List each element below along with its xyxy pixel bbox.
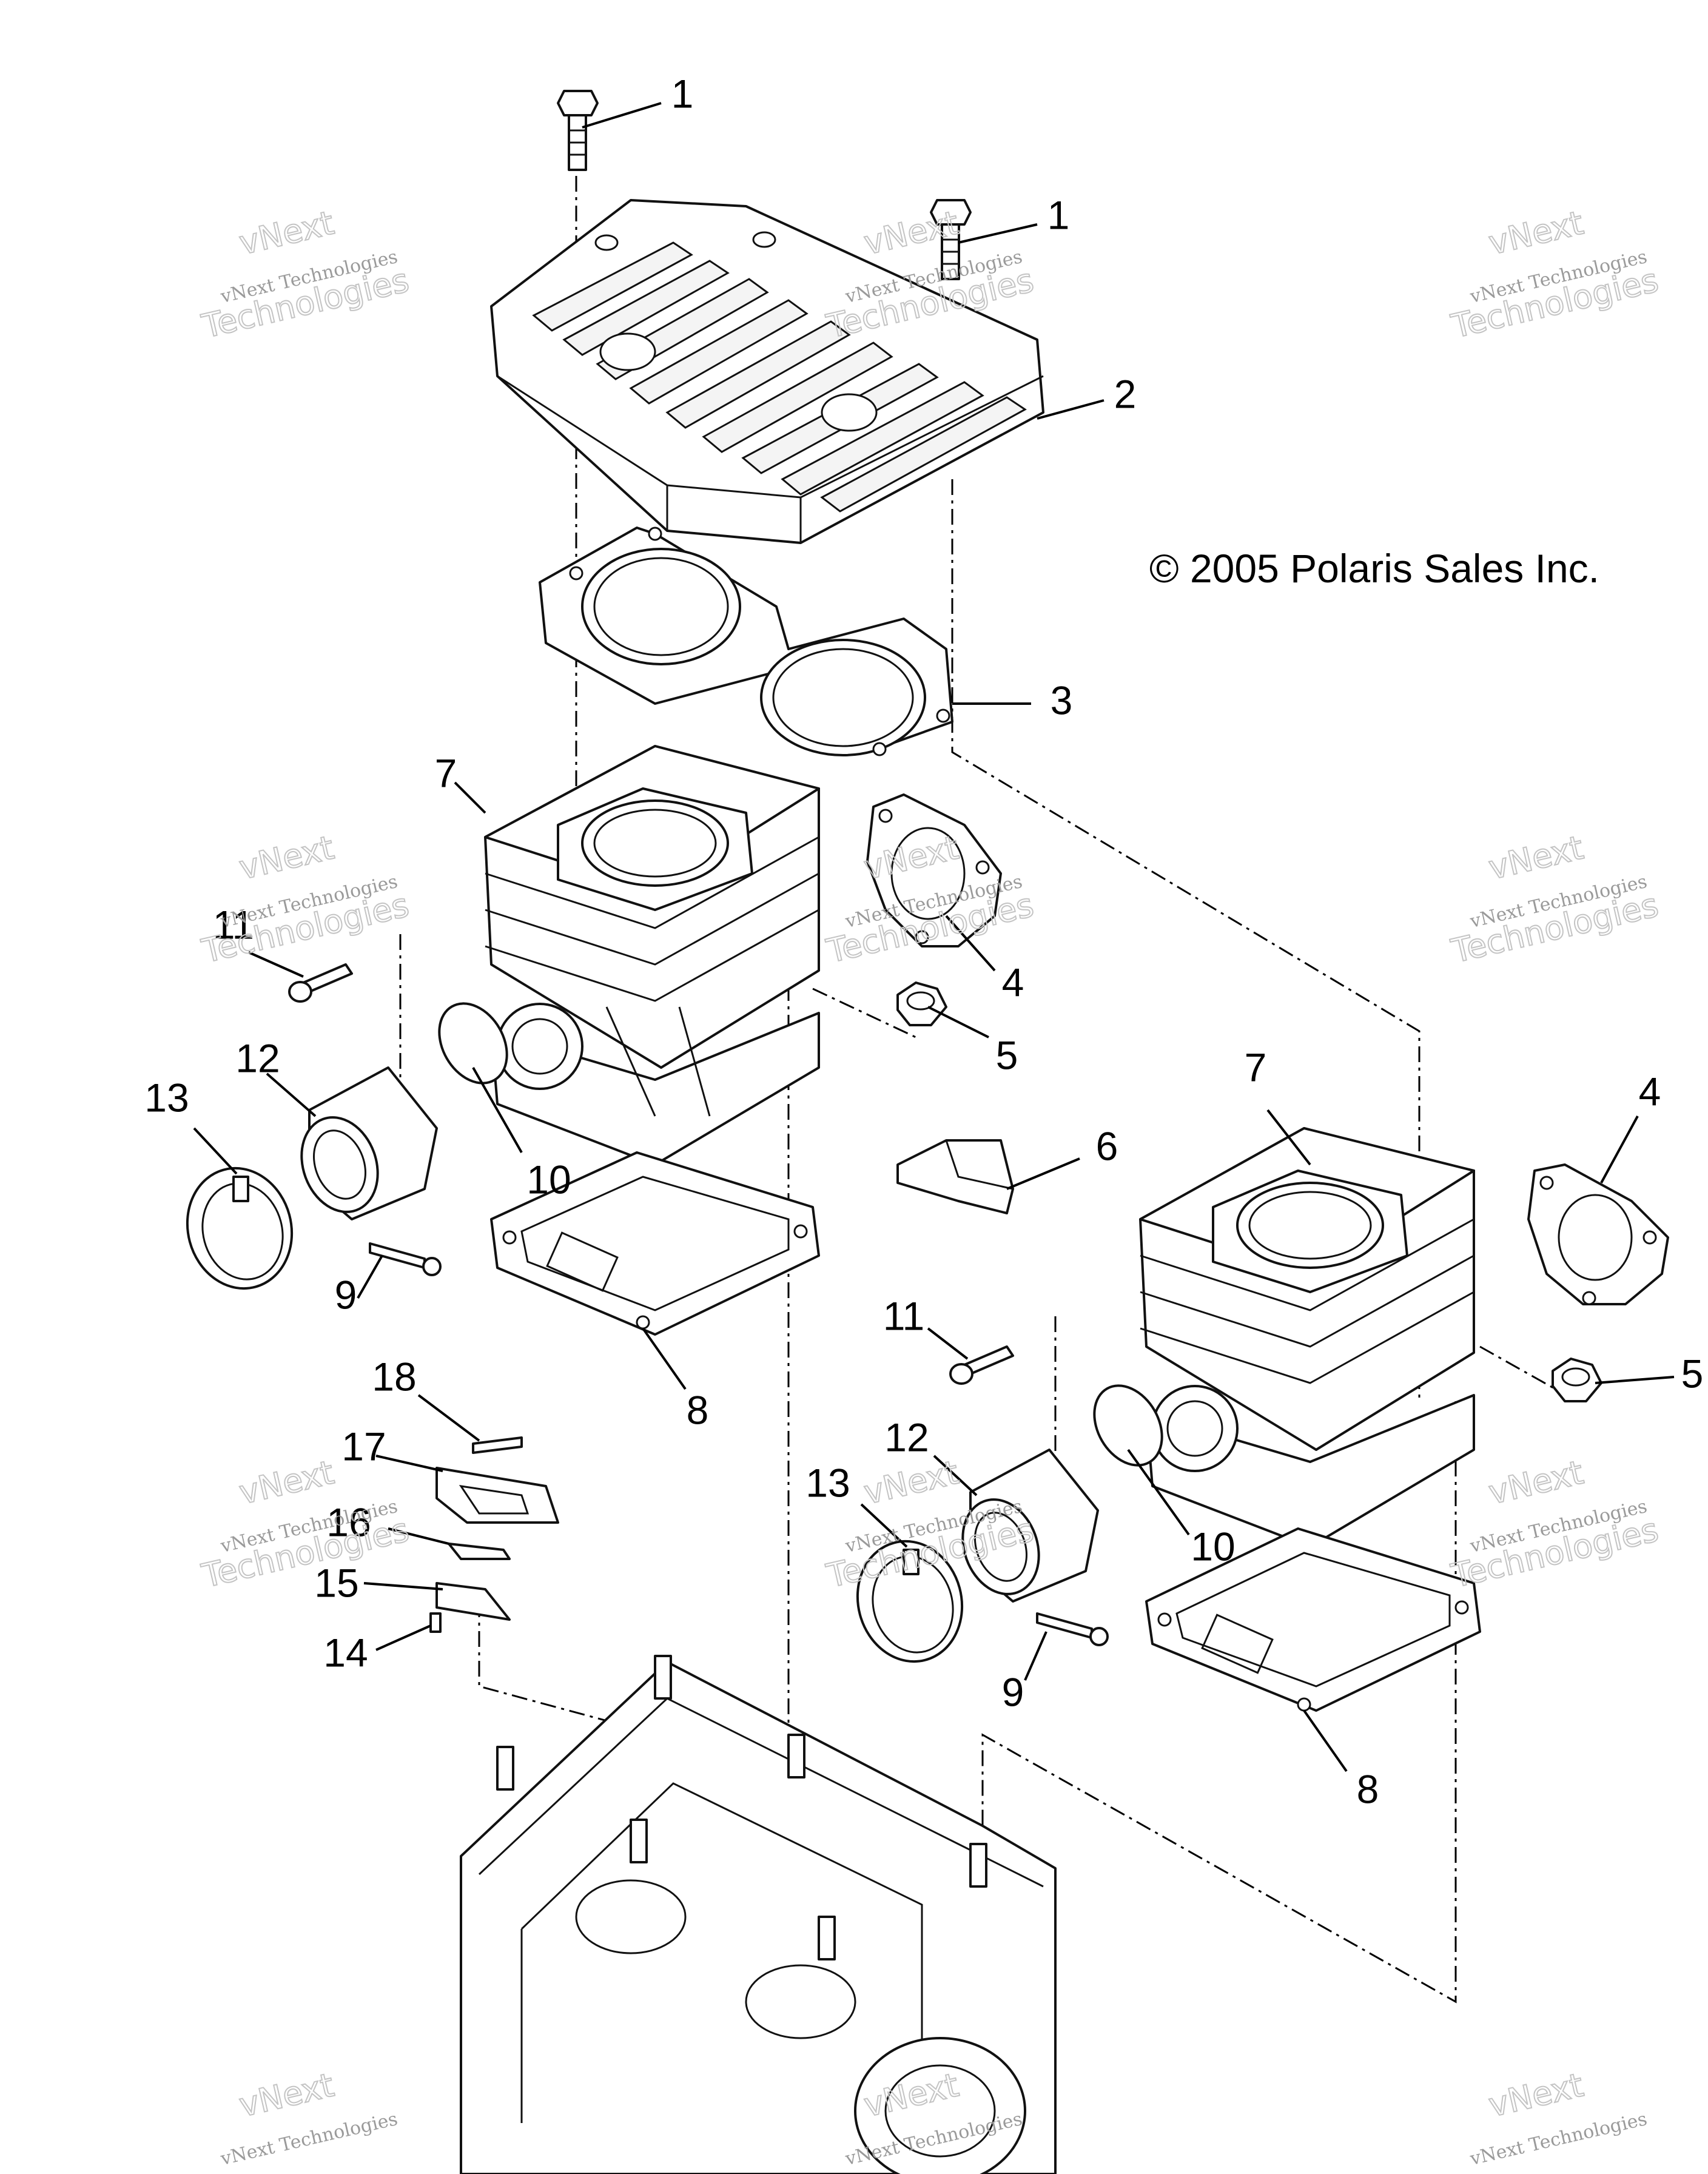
nut-right — [1552, 1358, 1602, 1402]
clamp-right — [856, 1540, 964, 1663]
callout-11: 11 — [883, 1293, 925, 1338]
callout-10: 10 — [1191, 1524, 1235, 1569]
svg-text:vNext: vNext — [1485, 2066, 1587, 2125]
callout-5: 5 — [996, 1032, 1018, 1077]
clamp-left — [186, 1166, 294, 1290]
socket-screw-right — [949, 1345, 1014, 1385]
socket-screw-left — [288, 963, 353, 1003]
svg-text:vNext: vNext — [235, 2066, 337, 2125]
exhaust-gasket-left — [866, 793, 1002, 947]
reed-petal — [448, 1543, 511, 1560]
svg-text:vNext: vNext — [235, 829, 337, 887]
callout-2: 2 — [1114, 371, 1137, 416]
leader-lines — [193, 102, 1675, 1772]
callout-1: 1 — [1047, 192, 1070, 237]
svg-text:vNext: vNext — [860, 1453, 962, 1512]
copyright-notice: © 2005 Polaris Sales Inc. — [1149, 546, 1599, 591]
callout-7: 7 — [435, 750, 457, 795]
svg-text:vNext: vNext — [1485, 1453, 1587, 1512]
head-bolt-left — [557, 90, 599, 171]
head-gasket — [539, 527, 953, 756]
callout-17: 17 — [341, 1424, 386, 1469]
callout-14: 14 — [323, 1630, 368, 1675]
reed-valve-assembly — [429, 1436, 559, 1633]
o-ring-right — [1093, 1384, 1163, 1467]
callout-10: 10 — [526, 1157, 571, 1202]
reed-screw — [429, 1612, 442, 1633]
nut-left — [896, 981, 947, 1026]
svg-text:vNext: vNext — [235, 204, 337, 263]
callout-16: 16 — [326, 1499, 371, 1544]
crankcase — [460, 1655, 1057, 2174]
base-gasket-left — [490, 1151, 820, 1336]
screw-right — [1036, 1612, 1109, 1646]
reed-cage — [435, 1467, 559, 1524]
svg-text:vNext: vNext — [235, 1453, 337, 1512]
cylinder-head — [490, 199, 1044, 544]
callouts: 1 1 2 3 4 4 5 5 6 7 7 8 8 9 9 10 10 11 1… — [144, 71, 1703, 1811]
callout-15: 15 — [314, 1560, 358, 1605]
assembly-lines — [399, 176, 1578, 2004]
callout-9: 9 — [1002, 1669, 1024, 1714]
head-bolt-right — [930, 199, 972, 280]
callout-9: 9 — [335, 1272, 357, 1317]
reed-plate — [435, 1582, 511, 1621]
callout-18: 18 — [372, 1354, 416, 1399]
svg-text:vNext: vNext — [1485, 204, 1587, 263]
cylinder-left — [484, 745, 820, 1166]
intake-boot-right — [961, 1449, 1099, 1603]
exhaust-gasket-right — [1527, 1163, 1669, 1305]
callout-13: 13 — [144, 1075, 189, 1120]
reed-stop — [472, 1436, 523, 1454]
callout-4: 4 — [1639, 1069, 1661, 1114]
svg-text:vNext: vNext — [1485, 829, 1587, 887]
callout-11: 11 — [213, 902, 255, 947]
callout-8: 8 — [687, 1387, 709, 1432]
callout-13: 13 — [805, 1460, 850, 1505]
callout-8: 8 — [1357, 1766, 1379, 1811]
callout-6: 6 — [1096, 1123, 1118, 1168]
callout-1: 1 — [671, 71, 694, 116]
screw-left — [369, 1242, 442, 1276]
callout-12: 12 — [884, 1415, 929, 1459]
wedge-block — [896, 1139, 1014, 1214]
callout-12: 12 — [235, 1035, 280, 1080]
callout-3: 3 — [1051, 678, 1073, 722]
intake-boot-left — [300, 1066, 438, 1220]
cylinder-right — [1139, 1127, 1475, 1548]
o-ring-left — [438, 1002, 508, 1085]
base-gasket-right — [1145, 1527, 1481, 1712]
callout-4: 4 — [1002, 960, 1024, 1005]
callout-7: 7 — [1245, 1045, 1267, 1089]
callout-5: 5 — [1681, 1351, 1704, 1396]
